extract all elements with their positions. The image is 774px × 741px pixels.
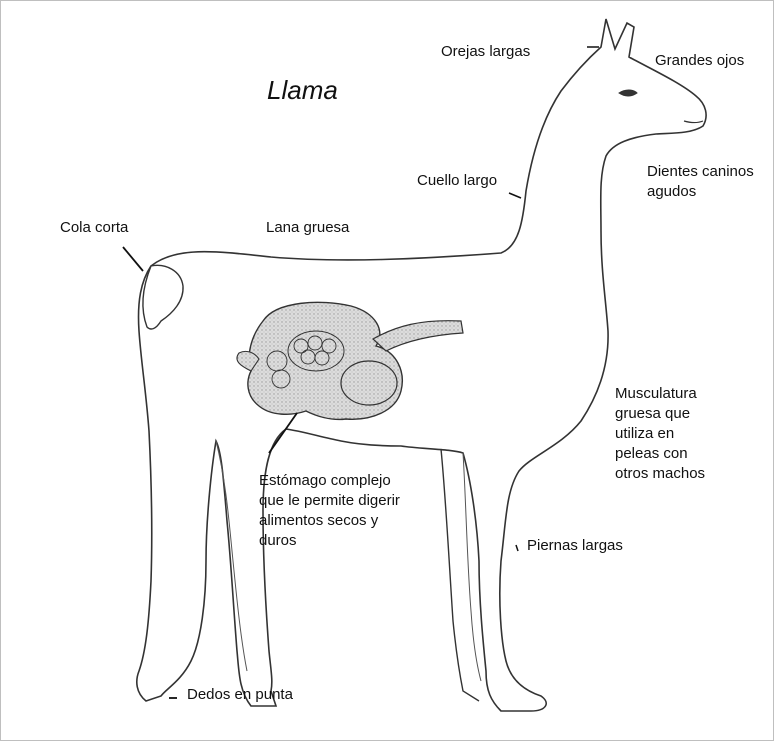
stomach-lobe	[314, 350, 330, 366]
label-muscle: Musculatura gruesa que utiliza en peleas…	[615, 384, 705, 484]
stomach-leader-line	[268, 412, 298, 454]
llama-front-leg-inner	[462, 452, 482, 682]
label-eyes: Grandes ojos	[655, 52, 745, 69]
label-muscle-line: utiliza en	[615, 425, 675, 442]
llama-eye	[618, 89, 638, 97]
label-stomach-line: duros	[259, 532, 297, 549]
label-tail: Cola corta	[60, 219, 129, 236]
label-teeth-line: Dientes caninos	[647, 163, 754, 180]
stomach-reticulum	[340, 360, 398, 406]
legs-leader-line	[515, 544, 519, 552]
label-teeth-line: agudos	[647, 183, 697, 200]
label-muscle-line: gruesa que	[615, 405, 691, 422]
stomach-esophagus	[371, 320, 464, 352]
llama-front-leg-back	[440, 448, 480, 702]
label-stomach: Estómago complejo que le permite digerir…	[259, 471, 400, 551]
llama-stomach	[236, 301, 464, 421]
label-neck: Cuello largo	[417, 172, 498, 189]
label-legs: Piernas largas	[527, 537, 623, 554]
label-teeth: Dientes caninos agudos	[647, 162, 754, 202]
label-stomach-line: que le permite digerir	[259, 492, 400, 509]
llama-tail	[142, 264, 184, 330]
stomach-lobe	[321, 338, 337, 354]
stomach-lobe	[293, 338, 309, 354]
stomach-lobe	[307, 335, 323, 351]
label-muscle-line: peleas con	[615, 445, 688, 462]
stomach-intestine	[236, 350, 260, 372]
label-muscle-line: Musculatura	[615, 385, 697, 402]
diagram-title: Llama	[267, 75, 338, 105]
stomach-lobes	[287, 330, 345, 372]
tail-leader-line	[122, 246, 144, 272]
llama-body-outline	[136, 18, 707, 712]
llama-rear-leg-inner	[215, 440, 248, 672]
label-stomach-line: Estómago complejo	[259, 472, 391, 489]
label-ears: Orejas largas	[441, 43, 531, 60]
label-wool: Lana gruesa	[266, 219, 350, 236]
label-muscle-line: otros machos	[615, 465, 706, 482]
llama-mouth	[683, 120, 704, 124]
label-stomach-line: alimentos secos y	[259, 512, 379, 529]
label-toes: Dedos en punta	[187, 686, 293, 703]
stomach-lobe	[271, 369, 291, 389]
neck-leader-line	[508, 192, 522, 199]
